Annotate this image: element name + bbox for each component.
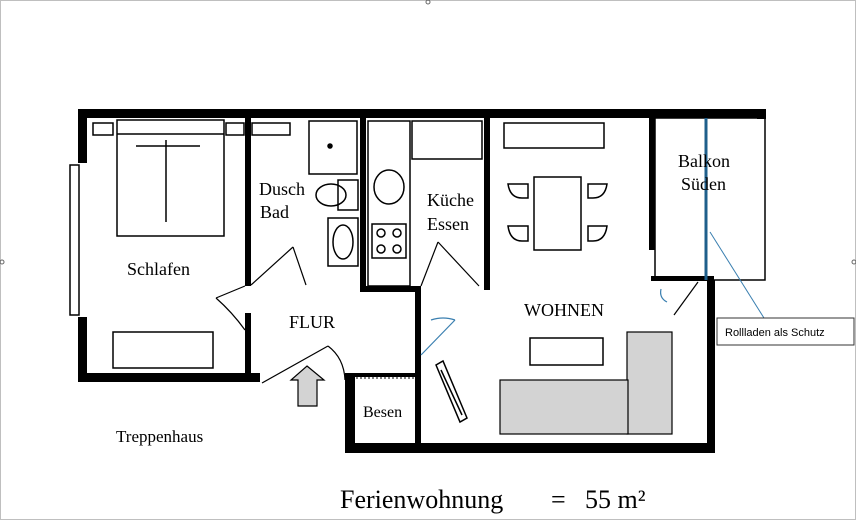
sofa: [499, 331, 673, 435]
kitchen: [367, 120, 483, 287]
room-label-besen: Besen: [363, 404, 402, 421]
wardrobe: [112, 331, 214, 369]
room-label-schlafen: Schlafen: [127, 259, 190, 279]
bedroom-door[interactable]: [215, 285, 246, 331]
tv-stand: [435, 359, 468, 424]
living-room: [503, 122, 608, 366]
burner-4: [392, 244, 402, 254]
burner-1: [376, 228, 386, 238]
internal-walls: [245, 118, 714, 443]
callout-label: Rollladen als Schutz: [725, 327, 825, 339]
washbasin: [332, 224, 354, 260]
callout-leader: [709, 231, 855, 346]
window-left: [69, 164, 80, 316]
toilet-tank: [337, 179, 359, 211]
kitchen-counter: [367, 120, 411, 287]
kitchen-sink: [373, 169, 405, 205]
footer-area: 55 m²: [585, 485, 646, 514]
bedside-table-right: [225, 122, 245, 136]
chair-4: [587, 225, 608, 242]
living-door-arcs: [420, 288, 668, 356]
shower-tray: [308, 120, 358, 175]
room-label-sueden: Süden: [681, 174, 726, 194]
room-label-dusch: Dusch: [259, 179, 305, 199]
toilet-bowl: [315, 183, 347, 207]
chair-3: [587, 183, 608, 199]
kitchen-cabinet: [411, 120, 483, 160]
burner-3: [376, 244, 386, 254]
bedside-table-left: [92, 122, 114, 136]
coffee-table: [529, 337, 604, 366]
kitchen-door[interactable]: [420, 241, 480, 287]
chair-2: [507, 225, 529, 242]
double-bed: [116, 119, 225, 237]
room-label-wohnen: WOHNEN: [524, 300, 604, 320]
bathroom-shelf: [251, 122, 291, 136]
washbasin-cabinet: [327, 217, 359, 267]
footer-equals: =: [551, 485, 566, 514]
bathroom-door[interactable]: [250, 246, 307, 286]
outer-walls: [78, 109, 766, 453]
room-label-treppenhaus: Treppenhaus: [116, 427, 203, 446]
room-label-flur: FLUR: [289, 312, 335, 332]
dining-table: [533, 176, 582, 251]
stove: [371, 223, 407, 259]
frame-handle-top: [425, 0, 431, 5]
burner-2: [392, 228, 402, 238]
callout-box: [716, 317, 855, 346]
room-label-essen: Essen: [427, 214, 469, 234]
room-label-kueche: Küche: [427, 190, 474, 210]
balcony: [654, 117, 766, 281]
entry-door[interactable]: [261, 345, 346, 384]
sideboard: [503, 122, 605, 149]
chair-1: [507, 183, 529, 199]
frame-handle-right: [851, 259, 856, 265]
shower-drain: [327, 143, 333, 149]
room-label-bad: Bad: [260, 202, 289, 222]
footer-name: Ferienwohnung: [340, 485, 503, 514]
bedroom: [92, 119, 245, 369]
balcony-door[interactable]: [673, 281, 699, 316]
entry-arrow: [289, 365, 326, 407]
frame-handle-left: [0, 259, 5, 265]
bathroom: [251, 120, 359, 267]
room-label-balkon: Balkon: [678, 151, 730, 171]
